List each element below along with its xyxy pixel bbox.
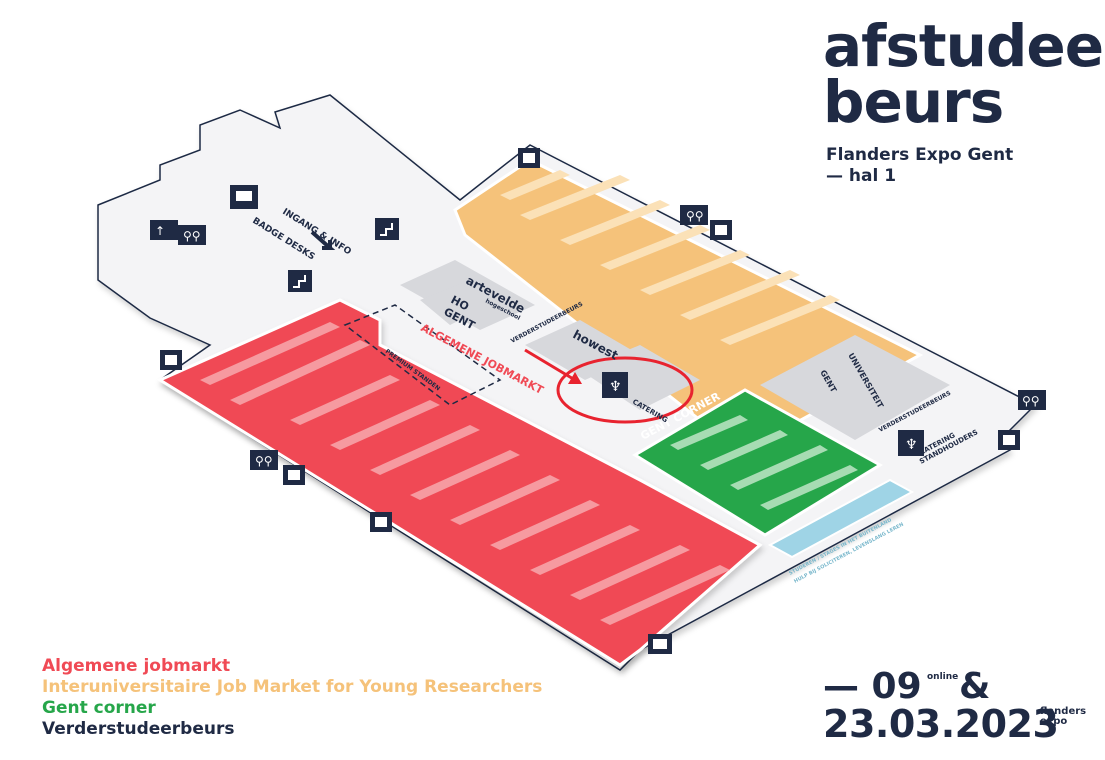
stand-rows-orange xyxy=(500,170,840,345)
exit-icon xyxy=(710,220,732,240)
exit-icon xyxy=(160,350,182,370)
venue: Flanders Expo Gent — hal 1 xyxy=(826,145,1013,187)
catering-block xyxy=(580,345,700,410)
hogent-block xyxy=(420,280,500,325)
badge-desks-icon xyxy=(230,185,258,209)
legend-verderstudeer: Verderstudeerbeurs xyxy=(42,719,235,739)
toilet-icon: ⚲⚲ xyxy=(680,205,708,225)
premium-standen-area xyxy=(343,304,502,406)
flanders-expo-logo: flanders expo xyxy=(1040,707,1086,727)
hall-floor xyxy=(97,94,1037,671)
catering-highlight-circle xyxy=(556,356,694,424)
toilet-icon: ⚲⚲ xyxy=(1018,390,1046,410)
exit-icon xyxy=(283,465,305,485)
catering-arrow-line xyxy=(524,348,576,382)
event-title-line2: beurs xyxy=(823,68,1004,136)
toilet-icon: ↑ xyxy=(150,220,178,240)
entrance-arrow-icon xyxy=(310,230,336,250)
catering-icon: ♆ xyxy=(602,372,628,398)
toilet-icon: ⚲⚲ xyxy=(178,225,206,245)
event-title-line1: afstudeer xyxy=(823,12,1105,80)
exit-icon xyxy=(518,148,540,168)
stand-rows-red xyxy=(200,322,730,625)
verder-studeer-strip xyxy=(767,478,915,559)
stairs-icon xyxy=(375,218,399,240)
svg-text:⚲⚲: ⚲⚲ xyxy=(183,229,201,243)
svg-text:⚲⚲: ⚲⚲ xyxy=(255,454,273,468)
date-line2: 23.03.2023 xyxy=(823,702,1059,746)
svg-text:♆: ♆ xyxy=(609,379,622,395)
svg-text:⚲⚲: ⚲⚲ xyxy=(1022,394,1040,408)
date-ampersand: & xyxy=(959,666,991,707)
venue-line2: — hal 1 xyxy=(826,166,897,186)
svg-text:⚲⚲: ⚲⚲ xyxy=(686,209,704,223)
stand-rows-green xyxy=(670,415,858,510)
toilet-icon: ⚲⚲ xyxy=(250,450,278,470)
exit-icon xyxy=(998,430,1020,450)
svg-text:♆: ♆ xyxy=(905,437,918,453)
catering-arrow-head xyxy=(568,372,582,384)
logo-line1: flanders xyxy=(1040,706,1087,717)
exit-icon xyxy=(370,512,392,532)
venue-line1: Flanders Expo Gent xyxy=(826,145,1014,165)
exit-icon xyxy=(648,634,672,654)
logo-line2: expo xyxy=(1040,716,1068,727)
svg-text:↑: ↑ xyxy=(155,224,165,238)
date-line1: — 09 xyxy=(823,666,922,707)
legend-interuniversitaire: Interuniversitaire Job Market for Young … xyxy=(42,677,543,697)
event-title: afstudeer beurs xyxy=(823,12,1105,136)
zone-algemene-jobmarkt xyxy=(156,298,763,667)
catering-standhouders-icon: ♆ xyxy=(898,430,924,456)
zone-gent-corner xyxy=(632,388,883,537)
online-label: online xyxy=(927,672,959,682)
universiteit-block xyxy=(760,335,950,440)
stairs-icon xyxy=(288,270,312,292)
legend: Algemene jobmarkt Interuniversitaire Job… xyxy=(42,656,542,740)
legend-algemene: Algemene jobmarkt xyxy=(42,656,231,676)
legend-gent-corner: Gent corner xyxy=(42,698,156,718)
